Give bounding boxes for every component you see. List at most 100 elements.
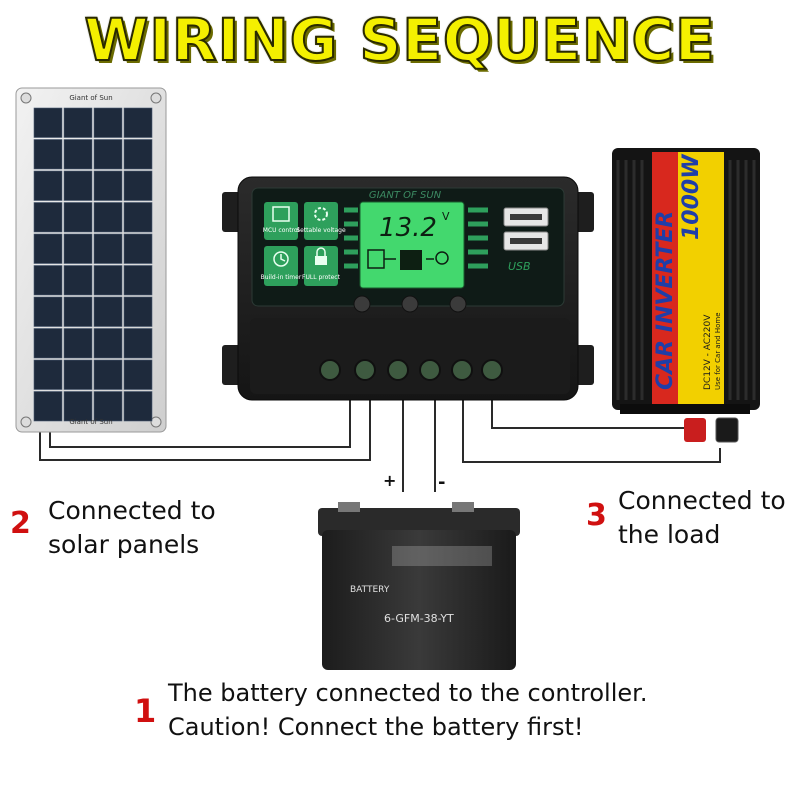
step-3-text: Connected to the load bbox=[618, 484, 786, 552]
solar-cell bbox=[63, 391, 93, 422]
solar-cell bbox=[123, 202, 153, 233]
usb-ports: USB bbox=[503, 207, 549, 273]
lock-icon bbox=[315, 256, 327, 265]
charge-controller: GIANT OF SUN MCU control Settable voltag… bbox=[222, 176, 594, 401]
step-1-number: 1 bbox=[134, 692, 157, 730]
terminal-battery-negative bbox=[419, 359, 441, 381]
inverter-spec-2: Use for Car and Home bbox=[714, 313, 722, 391]
terminal-solar-positive bbox=[319, 359, 341, 381]
terminal-load-positive bbox=[451, 359, 473, 381]
controller-button-1 bbox=[353, 295, 371, 313]
chip-icon bbox=[272, 206, 290, 222]
solar-cell bbox=[93, 139, 123, 170]
solar-cell bbox=[63, 265, 93, 296]
controller-brand: GIANT OF SUN bbox=[369, 190, 442, 201]
lcd-unit: V bbox=[442, 210, 450, 223]
feature-settable-voltage: Settable voltage bbox=[296, 202, 346, 240]
solar-cell bbox=[33, 391, 63, 422]
step-2-text: Connected to solar panels bbox=[48, 494, 216, 562]
solar-cell bbox=[93, 265, 123, 296]
solar-cell bbox=[93, 359, 123, 390]
solar-cell bbox=[123, 328, 153, 359]
solar-cell bbox=[93, 296, 123, 327]
solar-cell bbox=[123, 139, 153, 170]
solar-cell bbox=[63, 296, 93, 327]
step-2-line-2: solar panels bbox=[48, 530, 200, 559]
inverter-spec-1: DC12V - AC220V bbox=[703, 314, 713, 390]
step-2-line-1: Connected to bbox=[48, 496, 216, 525]
battery-terminal-negative bbox=[452, 502, 474, 512]
car-inverter: CAR INVERTER 1000W DC12V - AC220V Use fo… bbox=[612, 148, 760, 443]
feature-build-in-timer: Build-in timer bbox=[261, 246, 302, 286]
solar-cell bbox=[93, 233, 123, 264]
solar-cell bbox=[33, 139, 63, 170]
solar-cell bbox=[33, 265, 63, 296]
inverter-terminals bbox=[684, 417, 739, 443]
terminal-battery-positive bbox=[387, 359, 409, 381]
feature-label-3: Build-in timer bbox=[261, 274, 302, 281]
wire-solar-negative bbox=[39, 395, 371, 461]
lcd-value: 13.2 bbox=[379, 213, 437, 243]
step-1-line-2: Caution! Connect the battery first! bbox=[168, 713, 584, 741]
solar-cell bbox=[93, 391, 123, 422]
panel-brand-bottom: Giant of Sun bbox=[69, 418, 112, 426]
wires bbox=[39, 395, 721, 492]
solar-cell bbox=[33, 170, 63, 201]
solar-cell bbox=[123, 265, 153, 296]
wire-load-positive bbox=[462, 395, 721, 463]
solar-cell bbox=[33, 233, 63, 264]
solar-cell bbox=[63, 107, 93, 138]
feature-label-2: Settable voltage bbox=[296, 227, 346, 234]
solar-cell bbox=[93, 170, 123, 201]
solar-cell bbox=[33, 202, 63, 233]
feature-label-1: MCU control bbox=[263, 227, 300, 234]
battery-minus-label: - bbox=[438, 472, 445, 493]
battery-brand: BATTERY bbox=[350, 585, 390, 595]
inverter-power: 1000W bbox=[679, 153, 704, 240]
wire-solar-positive bbox=[49, 395, 351, 448]
solar-cell-grid bbox=[33, 107, 153, 422]
battery-terminal-positive bbox=[338, 502, 360, 512]
solar-cell bbox=[123, 107, 153, 138]
solar-cell bbox=[123, 296, 153, 327]
solar-cell bbox=[63, 328, 93, 359]
solar-cell bbox=[63, 233, 93, 264]
solar-cell bbox=[93, 107, 123, 138]
solar-cell bbox=[63, 139, 93, 170]
solar-cell bbox=[33, 107, 63, 138]
wire-load-negative bbox=[491, 395, 700, 429]
solar-cell bbox=[63, 202, 93, 233]
step-2-number: 2 bbox=[10, 506, 31, 541]
solar-cell bbox=[123, 359, 153, 390]
panel-brand-top: Giant of Sun bbox=[69, 94, 112, 102]
step-3-number: 3 bbox=[586, 498, 607, 533]
terminal-load-negative bbox=[481, 359, 503, 381]
inverter-name: CAR INVERTER bbox=[653, 211, 678, 390]
lcd-display: 13.2 V bbox=[359, 201, 465, 289]
solar-cell bbox=[63, 359, 93, 390]
solar-cell bbox=[123, 233, 153, 264]
step-1-line-1: The battery connected to the controller. bbox=[168, 679, 648, 707]
solar-cell bbox=[33, 359, 63, 390]
page-title: WIRING SEQUENCE bbox=[83, 5, 716, 75]
feature-label-4: FULL protect bbox=[302, 274, 341, 281]
battery-plus-label: + bbox=[383, 471, 396, 490]
step-1-text: The battery connected to the controller.… bbox=[168, 676, 647, 744]
solar-panel: Giant of Sun Giant of Sun bbox=[15, 87, 167, 433]
solar-cell bbox=[33, 328, 63, 359]
gear-icon bbox=[314, 207, 328, 221]
lcd-bulb-icon bbox=[435, 251, 449, 265]
solar-cell bbox=[93, 202, 123, 233]
controller-button-3 bbox=[449, 295, 467, 313]
solar-cell bbox=[123, 391, 153, 422]
battery: BATTERY 6-GFM-38-YT + - bbox=[318, 471, 520, 670]
solar-cell bbox=[33, 296, 63, 327]
controller-buttons bbox=[353, 295, 467, 313]
feature-mcu-control: MCU control bbox=[263, 202, 300, 240]
controller-terminals bbox=[319, 359, 503, 381]
battery-model: 6-GFM-38-YT bbox=[384, 612, 454, 625]
solar-cell bbox=[123, 170, 153, 201]
lcd-battery-icon bbox=[400, 250, 422, 270]
usb-label: USB bbox=[508, 260, 531, 273]
